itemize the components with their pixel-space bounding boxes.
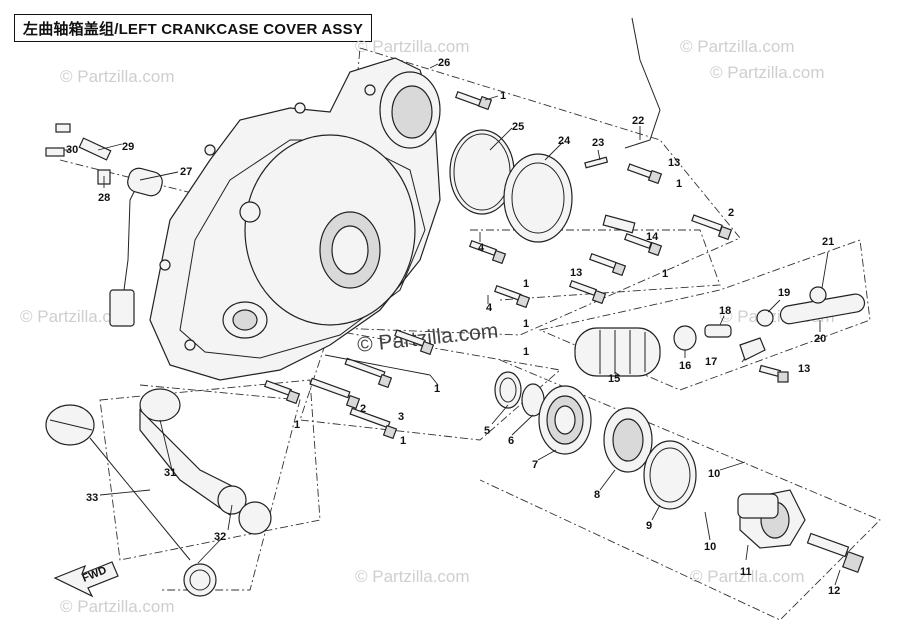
oring-32b: [183, 563, 217, 597]
breather-assembly: [574, 214, 866, 377]
callout-2: 2: [728, 207, 734, 219]
callout-4: 4: [486, 302, 493, 314]
callout-1: 1: [434, 383, 440, 395]
callout-7: 7: [532, 459, 538, 471]
callout-9: 9: [646, 520, 652, 532]
watermark-bottom-right: © Partzilla.com: [690, 567, 805, 586]
callout-1: 1: [523, 318, 529, 330]
callout-31: 31: [164, 467, 176, 479]
callout-2: 2: [360, 403, 366, 415]
callout-11: 11: [740, 566, 752, 578]
callout-23: 23: [592, 137, 604, 149]
callout-1: 1: [523, 346, 529, 358]
callout-25: 25: [512, 121, 524, 133]
callout-12: 12: [828, 585, 840, 597]
bracket-17: [739, 337, 766, 361]
callout-5: 5: [484, 425, 490, 437]
bolt-12: [806, 532, 850, 558]
pin-23: [584, 156, 609, 169]
callout-28: 28: [98, 192, 110, 204]
callout-20: 20: [814, 333, 826, 345]
bolts: [263, 90, 865, 574]
clip-19: [756, 309, 774, 327]
callout-10: 10: [704, 541, 716, 553]
callout-15: 15: [608, 373, 620, 385]
callout-32: 32: [214, 531, 226, 543]
callout-8: 8: [594, 489, 600, 501]
callout-3: 3: [398, 411, 404, 423]
callout-22: 22: [632, 115, 644, 127]
plate-14: [602, 214, 636, 234]
callout-1: 1: [662, 268, 668, 280]
callout-16: 16: [679, 360, 691, 372]
clamp-16: [673, 325, 697, 351]
dipstick-rod-33: [89, 437, 191, 561]
sensor-assembly: [45, 123, 163, 327]
watermark-upper-right: © Partzilla.com: [710, 63, 825, 82]
upper-seals: [449, 17, 661, 243]
callout-27: 27: [180, 166, 192, 178]
watermark-top-right: © Partzilla.com: [680, 37, 795, 56]
fwd-arrow: FWD: [53, 561, 119, 598]
callout-24: 24: [558, 135, 571, 147]
diagram-title-box: 左曲轴箱盖组/LEFT CRANKCASE COVER ASSY: [14, 14, 373, 42]
callout-26: 26: [438, 57, 450, 69]
diagram-title: 左曲轴箱盖组/LEFT CRANKCASE COVER ASSY: [23, 20, 364, 38]
callout-1: 1: [400, 435, 406, 447]
callout-1: 1: [294, 419, 300, 431]
dipstick-group: [45, 388, 272, 597]
oring-32a: [238, 501, 272, 535]
connector-18: [704, 324, 732, 338]
bracket-29: [78, 137, 112, 161]
sensor-27: [127, 167, 163, 197]
callout-1: 1: [523, 278, 529, 290]
ring-5: [494, 371, 522, 409]
watermark-bottom-center: © Partzilla.com: [355, 567, 470, 586]
callout-13: 13: [798, 363, 810, 375]
callout-30: 30: [66, 144, 78, 156]
watermark-top-center: © Partzilla.com: [355, 37, 470, 56]
callout-numbers: 1 1 1 1 1 1 1 1 1 2 2 3 4 4 5 6 7 8 9 10…: [66, 57, 840, 597]
callout-4: 4: [478, 242, 485, 254]
callout-33: 33: [86, 492, 98, 504]
callout-21: 21: [822, 236, 834, 248]
callout-18: 18: [719, 305, 731, 317]
clamp-21: [809, 286, 827, 304]
cover-24: [503, 153, 573, 243]
watermark-upper-left: © Partzilla.com: [60, 67, 175, 86]
sensor-connector: [109, 289, 135, 327]
callout-1: 1: [676, 178, 682, 190]
callout-13: 13: [570, 267, 582, 279]
lower-right-seal-stack: [494, 371, 806, 549]
callout-10: 10: [708, 468, 720, 480]
watermark-mid-left: © Partzilla.com: [20, 307, 135, 326]
callout-29: 29: [122, 141, 134, 153]
gasket-9: [643, 440, 697, 510]
leader-lines: [64, 63, 841, 586]
callout-1: 1: [500, 90, 506, 102]
breather-hose-22: [624, 17, 661, 149]
callout-14: 14: [646, 231, 659, 243]
callout-13: 13: [668, 157, 680, 169]
callout-19: 19: [778, 287, 790, 299]
watermark-bottom-left: © Partzilla.com: [60, 597, 175, 616]
callout-17: 17: [705, 356, 717, 368]
callout-6: 6: [508, 435, 514, 447]
boot-15: [574, 327, 661, 377]
left-crankcase-cover: [149, 57, 441, 381]
